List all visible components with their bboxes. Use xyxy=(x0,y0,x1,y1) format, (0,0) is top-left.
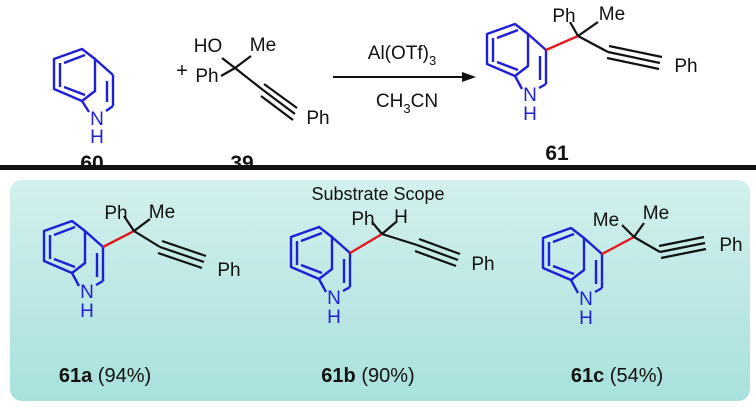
indole-60: N H xyxy=(52,47,115,148)
product-61: Ph Me Ph N H xyxy=(485,4,698,125)
h-label-61c: H xyxy=(579,308,593,329)
solvent-label: CH3CN xyxy=(376,91,438,116)
r1-label-61b: Ph xyxy=(351,209,374,230)
indole-60-h: H xyxy=(90,127,104,148)
compound-60-label: 60 xyxy=(80,152,103,175)
r1-label-61c: Me xyxy=(593,210,619,231)
h-label-61a: H xyxy=(80,301,94,322)
compound-61c-label: 61c (54%) xyxy=(571,365,663,387)
compound-61-label: 61 xyxy=(545,142,569,165)
product-61-n: N xyxy=(523,85,537,106)
r2-label-61c: Me xyxy=(643,203,669,224)
r2-label-61a: Me xyxy=(149,202,175,223)
product-61b: Ph H Ph N H xyxy=(289,207,495,328)
propargyl-alcohol-39: HO Me Ph Ph xyxy=(194,35,330,129)
phenyl-label-61a: Ph xyxy=(217,260,240,281)
phenyl-label-61c: Ph xyxy=(719,235,742,256)
phenyl-label-39-b: Ph xyxy=(306,108,329,129)
reaction-arrow xyxy=(333,72,476,82)
methyl-label-39: Me xyxy=(250,35,276,56)
compound-61b-label: 61b (90%) xyxy=(321,365,414,387)
h-label-61b: H xyxy=(327,307,341,328)
scheme-divider xyxy=(0,165,756,170)
methyl-label-61: Me xyxy=(599,4,625,25)
indole-60-n: N xyxy=(90,109,104,130)
plus-sign: + xyxy=(176,60,188,82)
substrate-scope-panel xyxy=(10,180,750,401)
phenyl-label-39-a: Ph xyxy=(195,66,218,87)
phenyl-label-61b: Ph xyxy=(471,254,494,275)
n-label-61a: N xyxy=(80,282,94,303)
compound-39-label: 39 xyxy=(230,152,253,175)
r2-label-61b: H xyxy=(394,207,408,228)
substrate-scope-title: Substrate Scope xyxy=(311,184,444,204)
phenyl-label-61-b: Ph xyxy=(674,56,697,77)
catalyst-label: Al(OTf)3 xyxy=(368,43,436,68)
product-61a: Ph Me Ph N H xyxy=(42,202,241,322)
r1-label-61a: Ph xyxy=(104,203,127,224)
product-61c: Me Me Ph N H xyxy=(541,203,743,329)
phenyl-label-61-a: Ph xyxy=(552,6,575,27)
compound-61a-label: 61a (94%) xyxy=(59,365,151,387)
product-61-h: H xyxy=(523,104,537,125)
n-label-61b: N xyxy=(327,288,341,309)
n-label-61c: N xyxy=(579,289,593,310)
hydroxy-label: HO xyxy=(194,36,223,57)
